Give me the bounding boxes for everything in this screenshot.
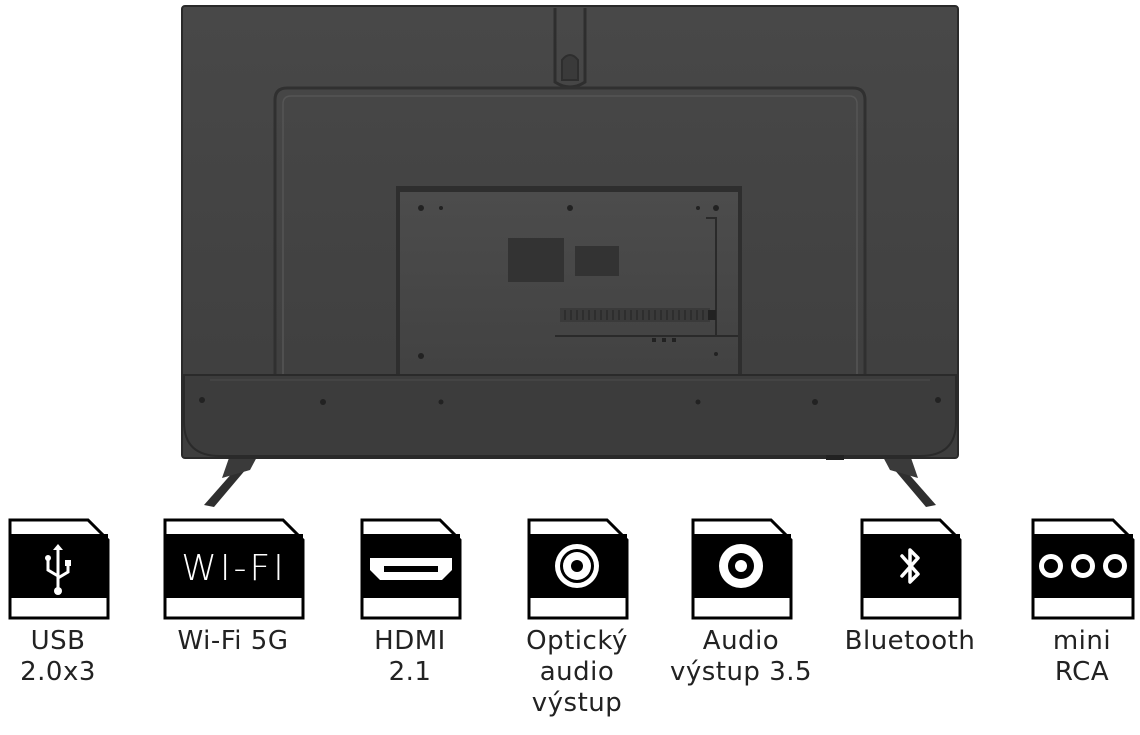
port-hdmi-label-1: HDMI	[374, 626, 446, 656]
port-usb: USB 2.0x3	[5, 518, 111, 690]
usb-icon	[8, 518, 110, 620]
tv-raised-panel	[273, 86, 867, 375]
tv-rear-view	[181, 5, 959, 507]
port-audio: Audio výstup 3.5	[665, 518, 817, 690]
optical-port-icon	[527, 518, 629, 620]
port-hdmi-label-2: 2.1	[388, 657, 432, 687]
port-bluetooth-label-1: Bluetooth	[844, 626, 976, 656]
port-hdmi: HDMI 2.1	[357, 518, 463, 690]
port-rca-label-2: RCA	[1054, 657, 1110, 687]
tv-stand-left	[204, 455, 258, 507]
port-optical-label-2: audio	[539, 657, 615, 687]
port-audio-label-2: výstup 3.5	[669, 657, 813, 687]
port-wifi-label-1: Wi-Fi 5G	[177, 626, 289, 656]
audio-jack-icon	[691, 518, 793, 620]
port-optical-label-1: Optický	[526, 626, 628, 656]
tv-bottom-housing	[183, 374, 957, 457]
port-wifi: WI-FI Wi-Fi 5G	[160, 518, 306, 659]
bluetooth-icon	[860, 518, 962, 620]
port-optical: Optický audio výstup	[517, 518, 637, 721]
tv-stand-right	[882, 455, 936, 507]
port-usb-label-1: USB	[30, 626, 86, 656]
port-audio-label-1: Audio	[702, 626, 780, 656]
wifi-logo-text: WI-FI	[181, 548, 287, 589]
port-bluetooth: Bluetooth	[838, 518, 982, 659]
port-usb-label-2: 2.0x3	[20, 657, 96, 687]
hdmi-port-icon	[360, 518, 462, 620]
rca-ports-icon	[1031, 518, 1135, 620]
tv-connector-panel	[396, 186, 742, 392]
port-rca: mini RCA	[1028, 518, 1136, 690]
port-rca-label-1: mini	[1052, 626, 1112, 656]
wifi-logo-icon: WI-FI	[163, 518, 305, 620]
port-optical-label-3: výstup	[531, 688, 623, 718]
